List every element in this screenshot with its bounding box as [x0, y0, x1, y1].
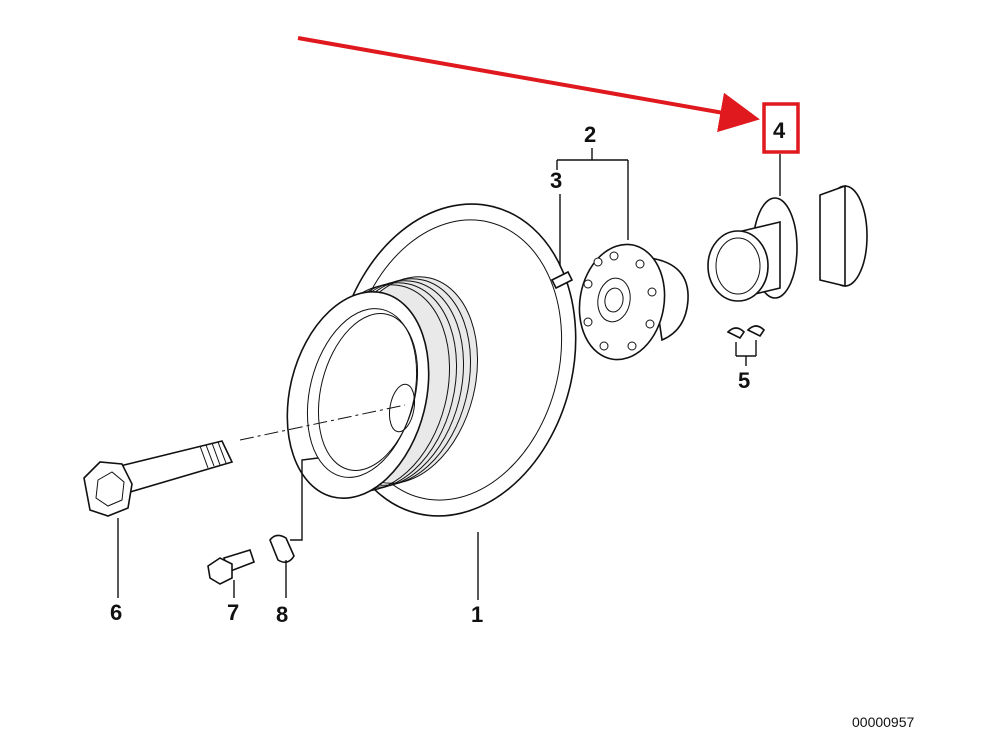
woodruff-key	[269, 534, 295, 564]
highlight-arrow	[297, 36, 760, 133]
axis-centerline	[239, 404, 406, 441]
callout-8: 8	[276, 602, 288, 627]
callout-7: 7	[227, 600, 239, 625]
callout-4: 4	[773, 118, 786, 143]
bolt	[83, 440, 234, 517]
dowel-pin	[550, 270, 574, 290]
callout-1: 1	[471, 602, 483, 627]
callout-5: 5	[738, 368, 750, 393]
callout-6: 6	[110, 600, 122, 625]
callout-3: 3	[550, 168, 562, 193]
reference-code: 00000957	[852, 714, 915, 730]
small-bolt	[207, 549, 256, 585]
callout-2: 2	[584, 122, 596, 147]
highlight-box	[762, 102, 800, 154]
damper-pulley	[286, 203, 577, 517]
half-keys	[726, 325, 766, 340]
sprocket	[707, 184, 868, 302]
leader-lines	[117, 148, 781, 600]
hub	[578, 243, 689, 361]
